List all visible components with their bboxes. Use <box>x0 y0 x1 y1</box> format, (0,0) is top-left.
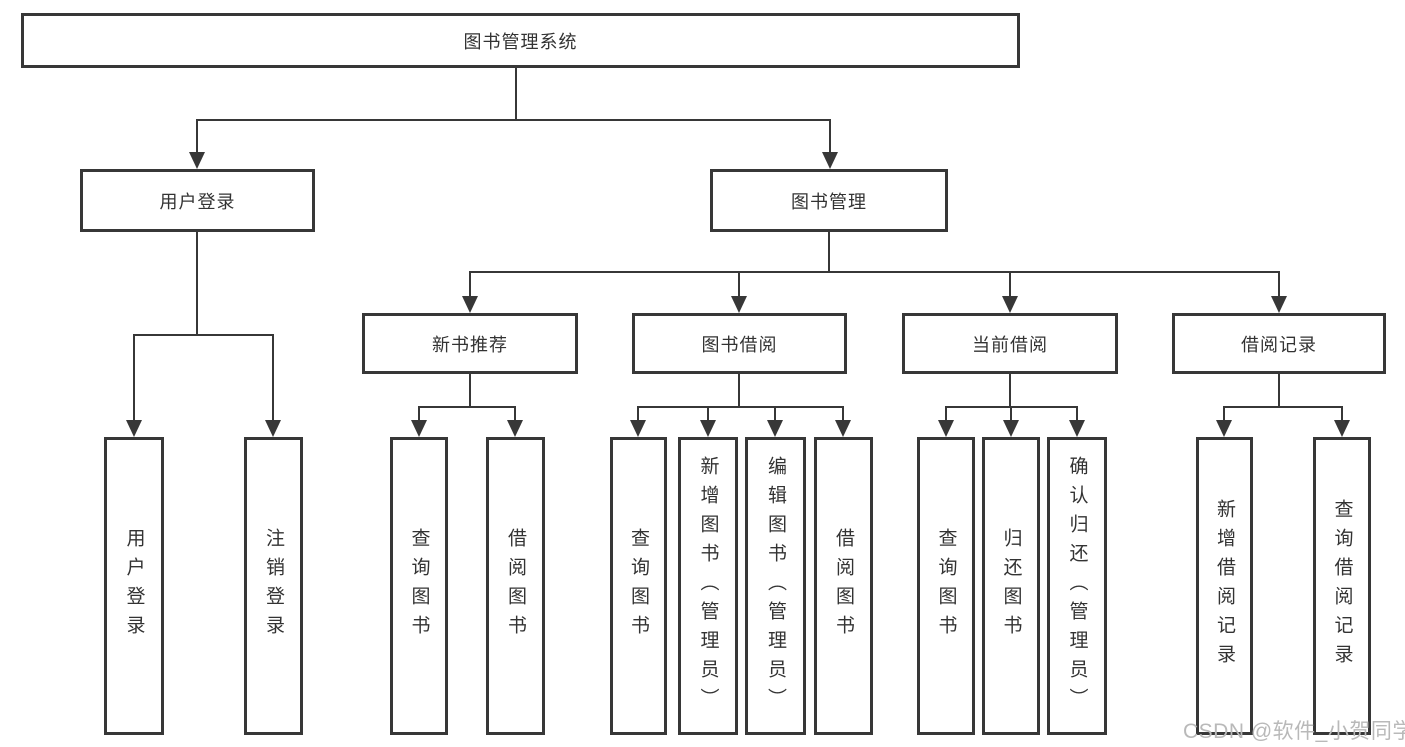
connector-line <box>1009 271 1011 297</box>
leaf-bookborrow-edit: 编辑图书（管理员） <box>745 437 806 735</box>
connector-line <box>1341 406 1343 421</box>
connector-line <box>1010 406 1012 421</box>
node-new-book-recommend-label: 新书推荐 <box>432 334 508 355</box>
node-borrow-record-label: 借阅记录 <box>1241 334 1317 355</box>
leaf-current-query: 查询图书 <box>917 437 975 735</box>
connector-line <box>774 406 776 421</box>
connector-line <box>738 374 740 408</box>
connector-line <box>1278 374 1280 408</box>
arrowhead-down-icon <box>411 420 427 437</box>
node-book-management-label: 图书管理 <box>791 191 867 212</box>
node-new-book-recommend: 新书推荐 <box>362 313 578 374</box>
connector-line <box>418 406 420 421</box>
arrowhead-down-icon <box>835 420 851 437</box>
connector-line <box>196 232 198 336</box>
leaf-bookborrow-edit-label: 编辑图书（管理员） <box>765 455 786 717</box>
leaf-record-add: 新增借阅记录 <box>1196 437 1253 735</box>
leaf-newbook-borrow-label: 借阅图书 <box>505 528 526 644</box>
leaf-record-add-label: 新增借阅记录 <box>1214 499 1235 673</box>
leaf-current-return: 归还图书 <box>982 437 1040 735</box>
connector-line <box>469 374 471 408</box>
connector-line <box>1223 406 1343 408</box>
node-borrow-record: 借阅记录 <box>1172 313 1386 374</box>
connector-line <box>828 232 830 273</box>
leaf-newbook-query-label: 查询图书 <box>408 528 430 644</box>
leaf-current-query-label: 查询图书 <box>935 528 957 644</box>
leaf-record-query-label: 查询借阅记录 <box>1331 499 1353 673</box>
connector-line <box>829 119 831 153</box>
node-book-borrow: 图书借阅 <box>632 313 847 374</box>
arrowhead-down-icon <box>767 420 783 437</box>
leaf-bookborrow-query: 查询图书 <box>610 437 667 735</box>
connector-line <box>707 406 709 421</box>
connector-line <box>272 334 274 421</box>
leaf-bookborrow-query-label: 查询图书 <box>628 528 649 644</box>
connector-line <box>514 406 516 421</box>
arrowhead-down-icon <box>1216 420 1232 437</box>
node-root: 图书管理系统 <box>21 13 1020 68</box>
leaf-bookborrow-add-label: 新增图书（管理员） <box>697 455 719 717</box>
arrowhead-down-icon <box>1334 420 1350 437</box>
connector-line <box>196 119 198 153</box>
leaf-bookborrow-add: 新增图书（管理员） <box>678 437 738 735</box>
leaf-logout: 注销登录 <box>244 437 303 735</box>
connector-line <box>469 271 1279 273</box>
leaf-logout-label: 注销登录 <box>263 528 284 644</box>
leaf-user-login-label: 用户登录 <box>123 528 145 644</box>
arrowhead-down-icon <box>630 420 646 437</box>
node-book-management: 图书管理 <box>710 169 948 232</box>
leaf-user-login: 用户登录 <box>104 437 164 735</box>
connector-line <box>515 66 517 120</box>
arrowhead-down-icon <box>1003 420 1019 437</box>
connector-line <box>842 406 844 421</box>
leaf-newbook-borrow: 借阅图书 <box>486 437 545 735</box>
node-user-login-label: 用户登录 <box>159 191 236 212</box>
csdn-watermark: CSDN @软件_小贺同学 <box>1183 720 1405 743</box>
leaf-current-return-label: 归还图书 <box>1000 528 1022 644</box>
connector-line <box>1009 374 1011 408</box>
leaf-current-confirm-return: 确认归还（管理员） <box>1047 437 1107 735</box>
arrowhead-down-icon <box>1002 296 1018 313</box>
arrowhead-down-icon <box>938 420 954 437</box>
connector-line <box>133 334 135 421</box>
leaf-bookborrow-borrow-label: 借阅图书 <box>833 528 854 644</box>
arrowhead-down-icon <box>1069 420 1085 437</box>
node-book-borrow-label: 图书借阅 <box>701 334 778 355</box>
arrowhead-down-icon <box>265 420 281 437</box>
connector-line <box>637 406 844 408</box>
node-user-login: 用户登录 <box>80 169 315 232</box>
leaf-bookborrow-borrow: 借阅图书 <box>814 437 873 735</box>
leaf-newbook-query: 查询图书 <box>390 437 448 735</box>
node-root-label: 图书管理系统 <box>463 31 578 52</box>
connector-line <box>945 406 947 421</box>
connector-line <box>197 119 831 121</box>
connector-line <box>469 271 471 297</box>
arrowhead-down-icon <box>462 296 478 313</box>
arrowhead-down-icon <box>731 296 747 313</box>
connector-line <box>1223 406 1225 421</box>
arrowhead-down-icon <box>189 152 205 169</box>
arrowhead-down-icon <box>1271 296 1287 313</box>
node-current-borrow-label: 当前借阅 <box>972 334 1048 355</box>
arrowhead-down-icon <box>126 420 142 437</box>
connector-line <box>738 271 740 297</box>
connector-line <box>637 406 639 421</box>
arrowhead-down-icon <box>700 420 716 437</box>
arrowhead-down-icon <box>822 152 838 169</box>
connector-line <box>133 334 274 336</box>
node-current-borrow: 当前借阅 <box>902 313 1118 374</box>
connector-line <box>418 406 516 408</box>
connector-line <box>1076 406 1078 421</box>
leaf-record-query: 查询借阅记录 <box>1313 437 1371 735</box>
leaf-current-confirm-return-label: 确认归还（管理员） <box>1066 455 1088 717</box>
arrowhead-down-icon <box>507 420 523 437</box>
connector-line <box>1278 271 1280 297</box>
